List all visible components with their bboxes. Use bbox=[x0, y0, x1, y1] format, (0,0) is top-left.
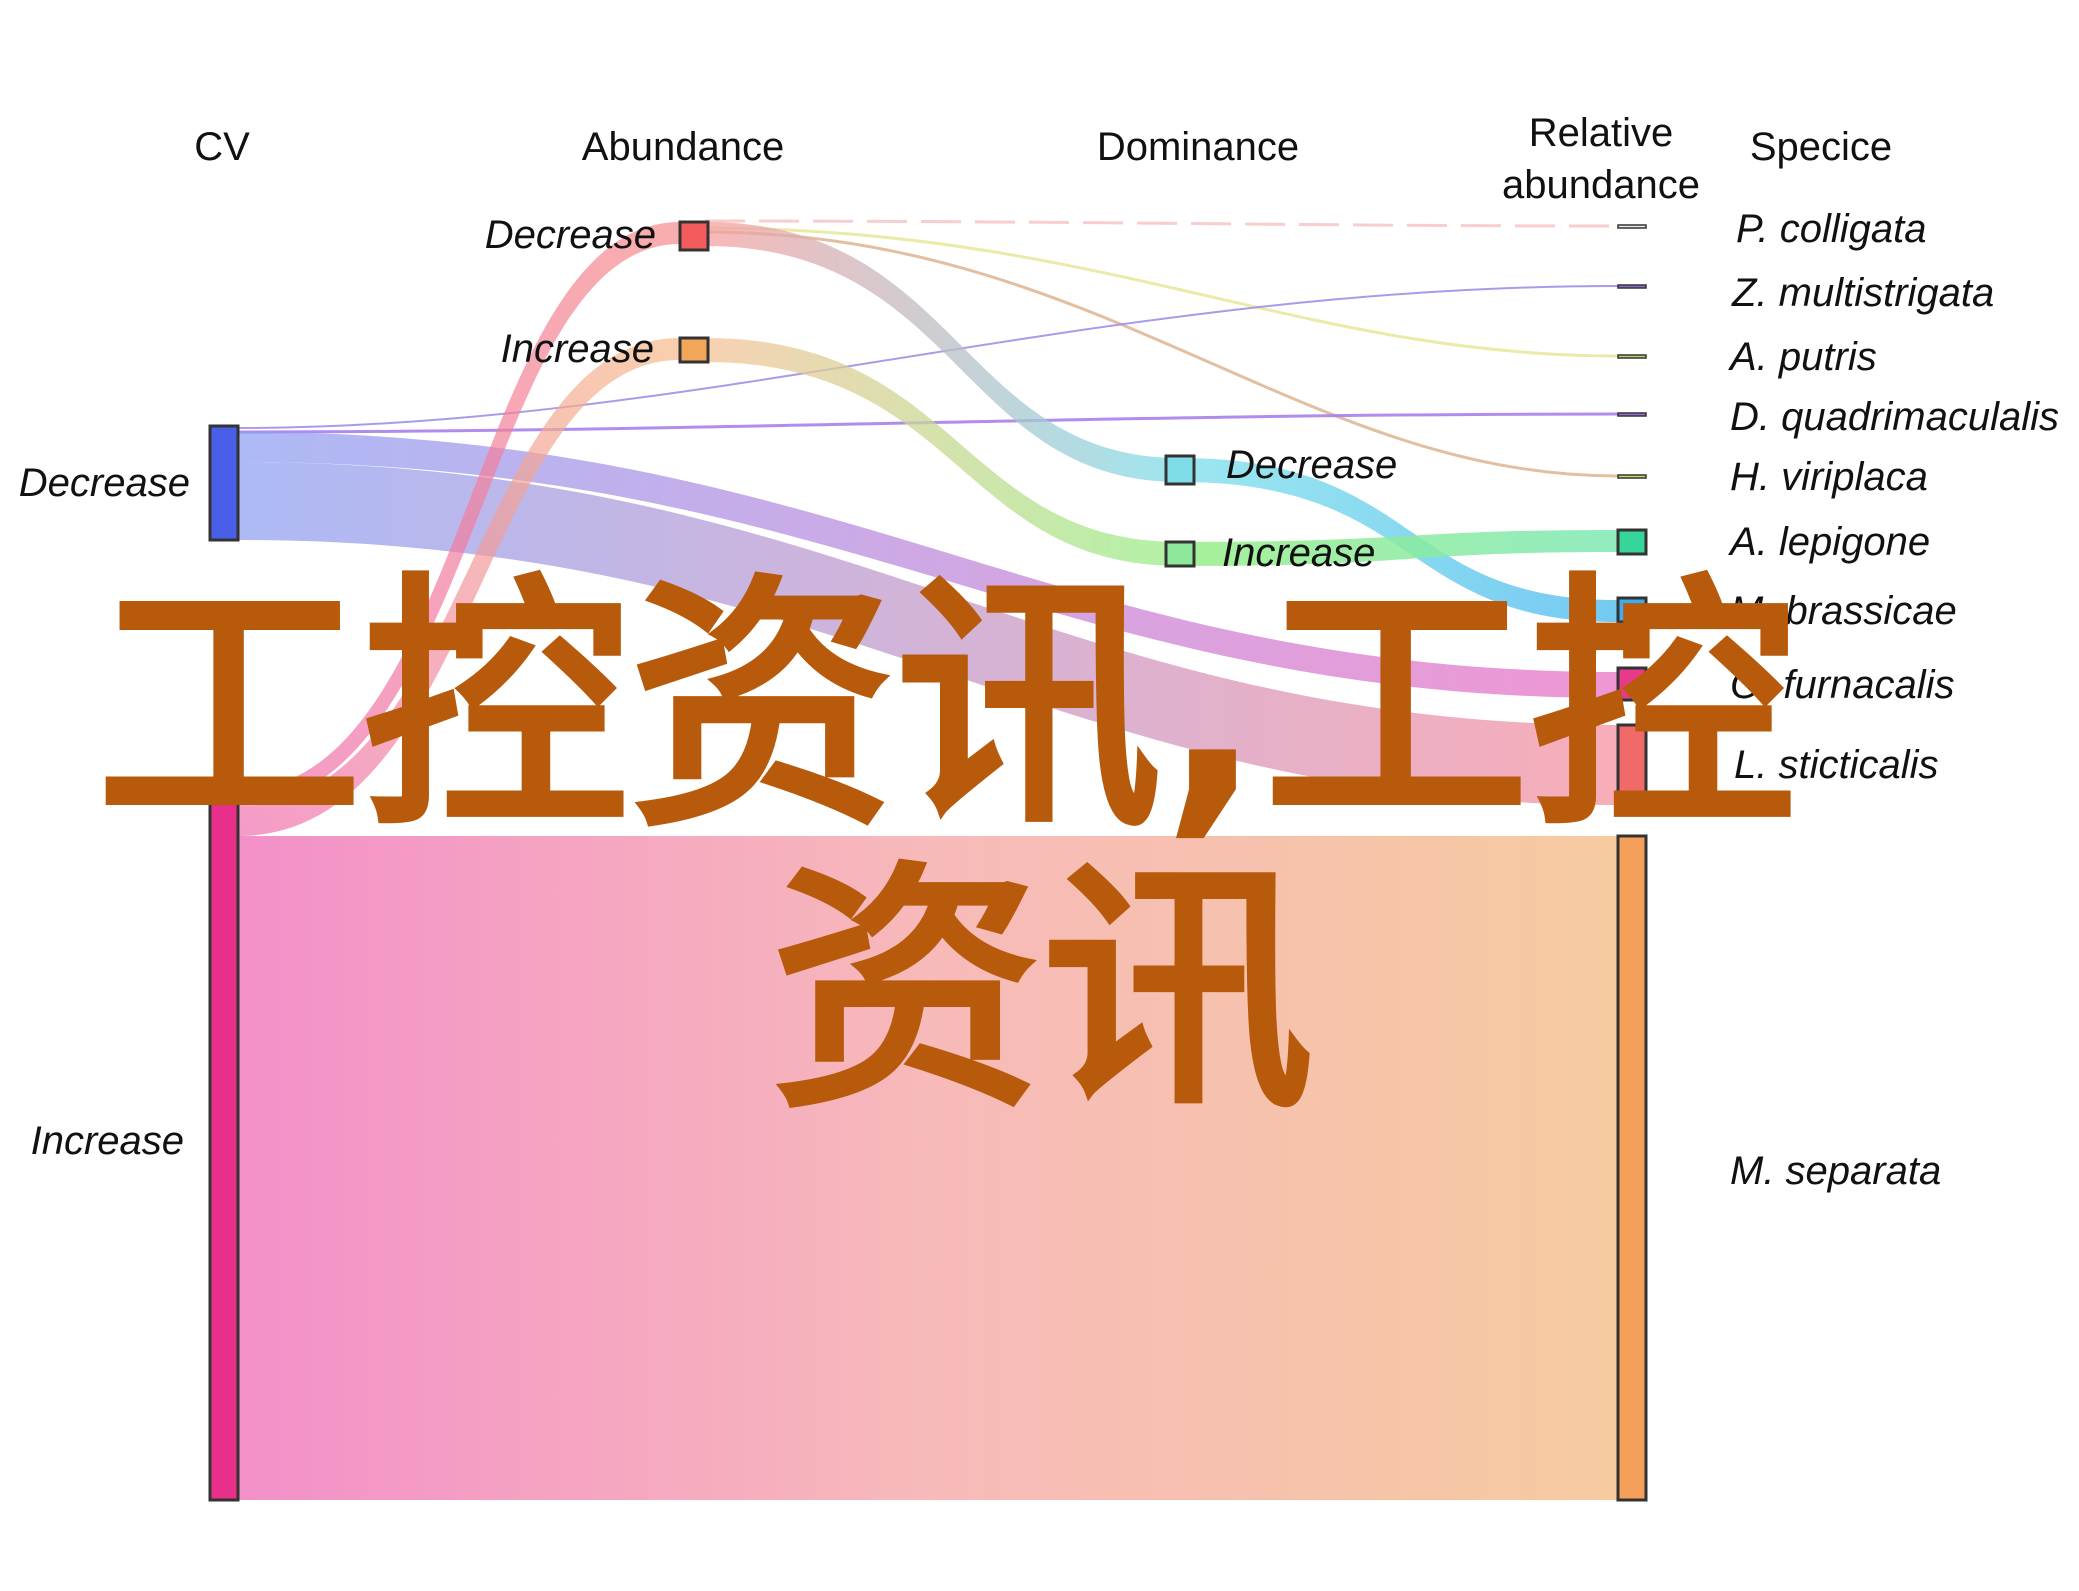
label-species-h-viriplaca: H. viriplaca bbox=[1730, 455, 1928, 499]
label-abundance-increase: Increase bbox=[501, 327, 654, 371]
label-species-l-sticticalis: L. sticticalis bbox=[1734, 743, 1939, 787]
node-species-h-viriplaca bbox=[1617, 474, 1647, 479]
node-labels: Decrease Increase Decrease Increase Decr… bbox=[19, 213, 1397, 1163]
link-abdec-colligata bbox=[704, 219, 1619, 228]
node-species-o-furnacalis bbox=[1616, 666, 1648, 702]
label-cv-increase: Increase bbox=[31, 1119, 184, 1163]
node-species-d-quadrimaculalis bbox=[1617, 412, 1647, 417]
node-dominance-decrease bbox=[1164, 454, 1196, 486]
link-cvdec-multistrigata bbox=[237, 285, 1619, 429]
label-species-m-brassicae: M. brassicae bbox=[1730, 589, 1957, 633]
col-title-species: Specice bbox=[1750, 125, 1892, 169]
label-species-d-quadrimaculalis: D. quadrimaculalis bbox=[1730, 395, 2059, 439]
link-cvinc-separata bbox=[238, 836, 1618, 1500]
label-species-p-colligata: P. colligata bbox=[1736, 207, 1927, 251]
label-cv-decrease: Decrease bbox=[19, 461, 190, 505]
node-abundance-decrease bbox=[678, 220, 710, 252]
watermark-text: 工控资讯,工控 资讯 bbox=[96, 552, 1796, 1144]
label-species-o-furnacalis: O. furnacalis bbox=[1730, 663, 1955, 707]
node-species-z-multistrigata bbox=[1617, 284, 1647, 289]
species-labels: P. colligata Z. multistrigata A. putris D. … bbox=[1728, 207, 2059, 1193]
node-abundance-increase bbox=[678, 336, 710, 364]
node-species-m-separata bbox=[1616, 834, 1648, 1502]
link-dominc-lepigone bbox=[1180, 530, 1618, 566]
node-species-a-lepigone bbox=[1616, 528, 1648, 556]
sankey-nodes bbox=[208, 220, 1196, 1502]
col-title-abundance: Abundance bbox=[582, 125, 784, 169]
node-cv-increase bbox=[208, 788, 240, 1502]
watermark-line-1: 工控资讯,工控 bbox=[96, 552, 1796, 864]
node-cv-decrease bbox=[208, 424, 240, 542]
col-title-dominance: Dominance bbox=[1097, 125, 1299, 169]
col-title-relative-line2: abundance bbox=[1502, 163, 1700, 207]
link-abdec-putris bbox=[704, 226, 1619, 358]
node-species-p-colligata bbox=[1617, 224, 1647, 229]
relative-abundance-nodes bbox=[1616, 224, 1648, 1502]
label-dominance-increase: Increase bbox=[1222, 531, 1375, 575]
label-species-a-putris: A. putris bbox=[1728, 335, 1877, 379]
label-species-a-lepigone: A. lepigone bbox=[1728, 520, 1930, 564]
label-species-z-multistrigata: Z. multistrigata bbox=[1731, 271, 1994, 315]
link-abdec-viriplaca bbox=[704, 230, 1619, 478]
col-title-cv: CV bbox=[194, 125, 250, 169]
sankey-links bbox=[237, 219, 1619, 1500]
node-species-l-sticticalis bbox=[1616, 723, 1648, 807]
link-abinc-dominc bbox=[705, 338, 1180, 566]
link-cvdec-furnacalis bbox=[238, 432, 1618, 698]
label-dominance-decrease: Decrease bbox=[1226, 443, 1397, 487]
link-cvdec-sticticalis bbox=[238, 462, 1618, 805]
link-abdec-domdec bbox=[705, 222, 1180, 482]
label-species-m-separata: M. separata bbox=[1730, 1149, 1941, 1193]
node-species-m-brassicae bbox=[1616, 596, 1648, 624]
node-species-a-putris bbox=[1617, 354, 1647, 359]
label-abundance-decrease: Decrease bbox=[485, 213, 656, 257]
node-dominance-increase bbox=[1164, 540, 1196, 568]
watermark-line-2: 资讯 bbox=[770, 839, 1314, 1144]
column-titles: CV Abundance Dominance Relative abundanc… bbox=[194, 111, 1892, 207]
col-title-relative-line1: Relative bbox=[1529, 111, 1674, 155]
